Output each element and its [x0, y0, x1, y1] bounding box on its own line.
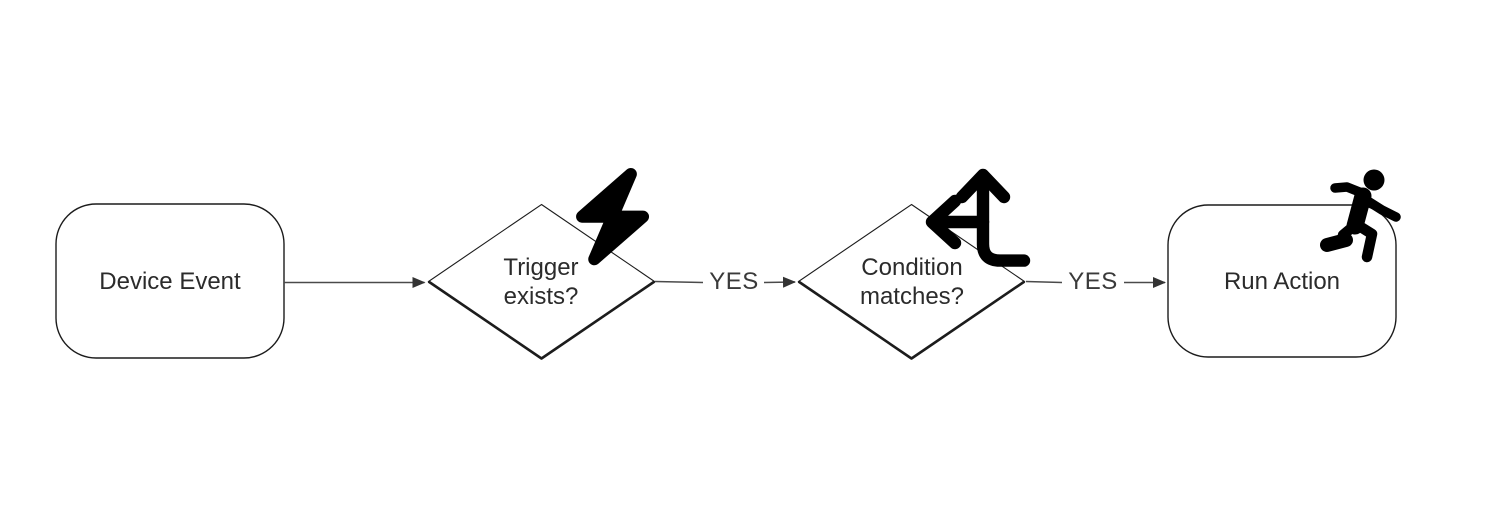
edge-trigger-to-condition-head	[763, 276, 796, 288]
edge-trigger-to-condition-tail	[654, 280, 704, 284]
node-condition-matches-shape	[797, 203, 1026, 360]
node-condition-matches-shadow-edge	[797, 280, 1026, 360]
bolt-icon	[576, 167, 650, 266]
node-device-event-shape	[55, 203, 285, 359]
person-running-icon	[1320, 169, 1401, 263]
edge-condition-to-action-tail	[1025, 280, 1063, 284]
node-trigger-exists-shadow-edge	[427, 280, 656, 360]
arrows-split-up-and-left-icon	[925, 168, 1031, 267]
